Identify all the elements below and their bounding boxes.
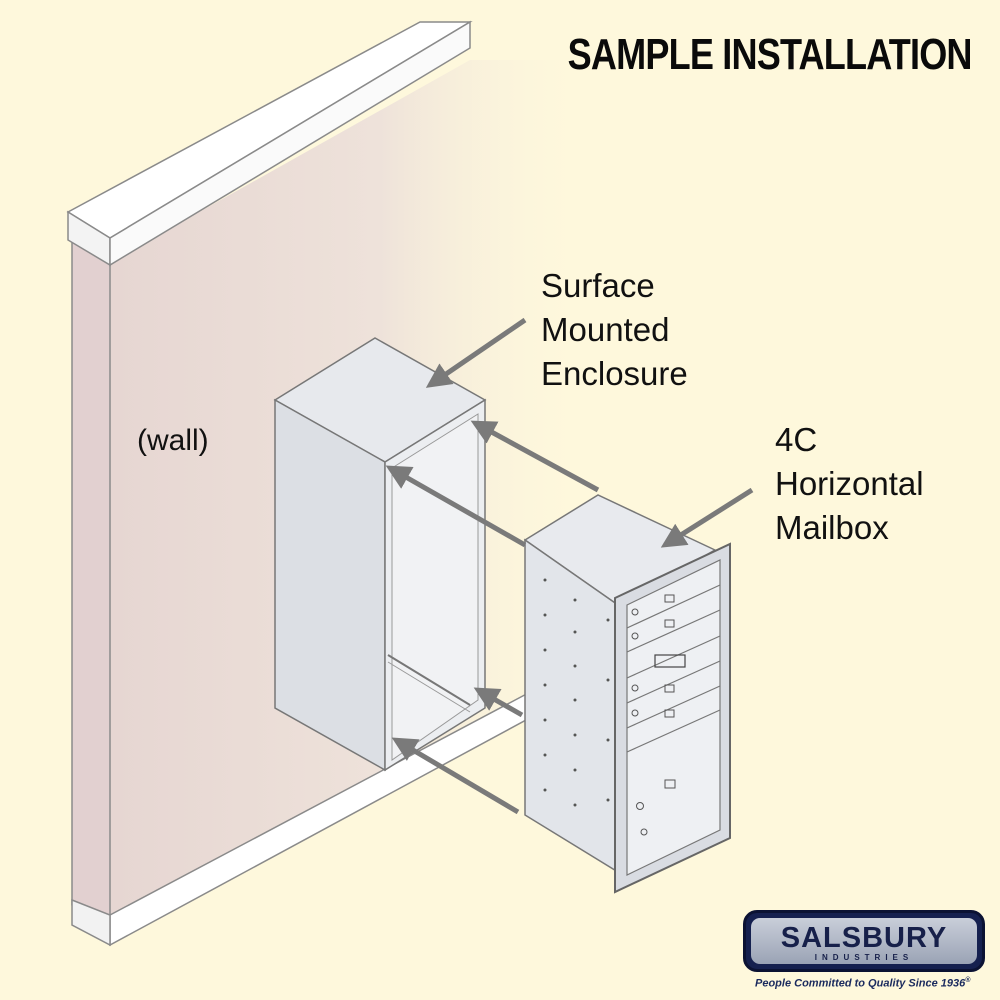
page-title: SAMPLE INSTALLATION (568, 30, 973, 79)
enclosure-side (274, 398, 386, 772)
enclosure-label-line: Surface (541, 267, 655, 304)
door-divider (626, 635, 721, 679)
wall-baseboard-end (71, 898, 111, 947)
enclosure-label: Surface Mounted Enclosure (541, 264, 688, 396)
door-divider (626, 660, 721, 704)
wall-edge (71, 236, 111, 932)
enclosure-inner-back (391, 413, 479, 761)
mailbox-label-line: 4C (775, 421, 818, 458)
enclosure-label-line: Mounted (541, 311, 670, 348)
logo-subtitle: INDUSTRIES (814, 953, 914, 962)
mailbox-label: 4C Horizontal Mailbox (775, 418, 924, 550)
horizontal-mailbox (523, 494, 731, 894)
master-lock-plate (654, 654, 686, 668)
lock-icon (640, 828, 648, 836)
enclosure-shelf (387, 654, 471, 706)
mailbox-rivets (543, 578, 610, 807)
arrow-mailbox-bottom-left (391, 737, 520, 815)
arrow-mailbox-bottom-right (473, 687, 524, 718)
surface-mounted-enclosure (273, 337, 487, 772)
lock-icon (631, 709, 639, 717)
registered-mark: ® (965, 977, 971, 984)
arrow-mailbox-top-left (385, 465, 527, 548)
lock-icon (631, 684, 639, 692)
door-label (664, 779, 676, 789)
tagline-text: People Committed to Quality Since 1936 (755, 977, 966, 990)
mailbox-label-line: Mailbox (775, 509, 889, 546)
arrow-to-mailbox-label (660, 487, 754, 548)
mailbox-label-line: Horizontal (775, 465, 924, 502)
logo-tagline: People Committed to Quality Since 1936® (755, 977, 970, 990)
logo-plate: SALSBURY INDUSTRIES (751, 918, 977, 964)
door-label (664, 594, 675, 603)
lock-icon (631, 632, 639, 640)
arrow-to-enclosure-label (425, 317, 527, 388)
enclosure-label-line: Enclosure (541, 355, 688, 392)
enclosure-shelf-lower (387, 661, 471, 713)
salsbury-logo: SALSBURY INDUSTRIES (743, 910, 985, 972)
lock-icon (631, 608, 639, 616)
logo-name: SALSBURY (780, 922, 948, 954)
door-divider (626, 685, 721, 729)
wall-label: (wall) (137, 424, 209, 457)
door-label (664, 619, 675, 628)
arrows (385, 317, 754, 815)
door-divider (626, 709, 721, 753)
lock-icon (636, 802, 644, 810)
door-divider (626, 584, 721, 629)
door-divider (626, 609, 721, 653)
arrow-mailbox-top-right (470, 420, 600, 493)
wall-top-cap-side (109, 20, 471, 267)
door-label (664, 684, 675, 693)
door-label (664, 709, 675, 718)
